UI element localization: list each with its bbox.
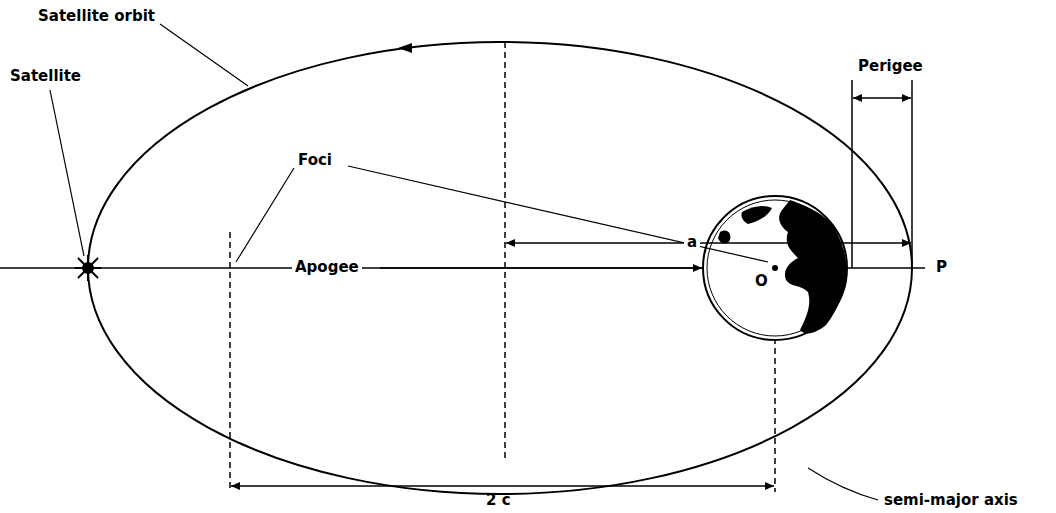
satellite-symbol <box>75 255 101 281</box>
leader-line <box>348 166 768 262</box>
earth-globe <box>703 196 847 340</box>
orbit-direction-arrow <box>398 43 412 53</box>
center-dashed-line <box>504 42 506 462</box>
orbit-label: Satellite orbit <box>38 8 155 25</box>
apogee-label: Apogee <box>292 259 362 276</box>
dimension-label: 2 c <box>486 492 511 509</box>
perigee-label: Perigee <box>858 58 923 75</box>
leader-line <box>808 468 878 500</box>
leader-line <box>160 24 248 86</box>
leader-line <box>50 90 84 256</box>
perigee-line <box>911 80 913 268</box>
leader-line <box>236 168 294 262</box>
a-dimension <box>506 242 911 244</box>
apogee-arrow <box>380 267 702 269</box>
focus-dashed-line <box>229 232 231 492</box>
perigee-dimension <box>853 97 911 99</box>
2c-dimension <box>231 485 774 487</box>
point-label: P <box>936 259 947 276</box>
foci-label: Foci <box>298 152 332 169</box>
satellite-label: Satellite <box>10 68 81 85</box>
perigee-line <box>851 80 853 268</box>
origin-label: O <box>752 273 771 290</box>
axis-label: semi-major axis <box>884 492 1018 509</box>
dimension-label: a <box>684 234 700 251</box>
